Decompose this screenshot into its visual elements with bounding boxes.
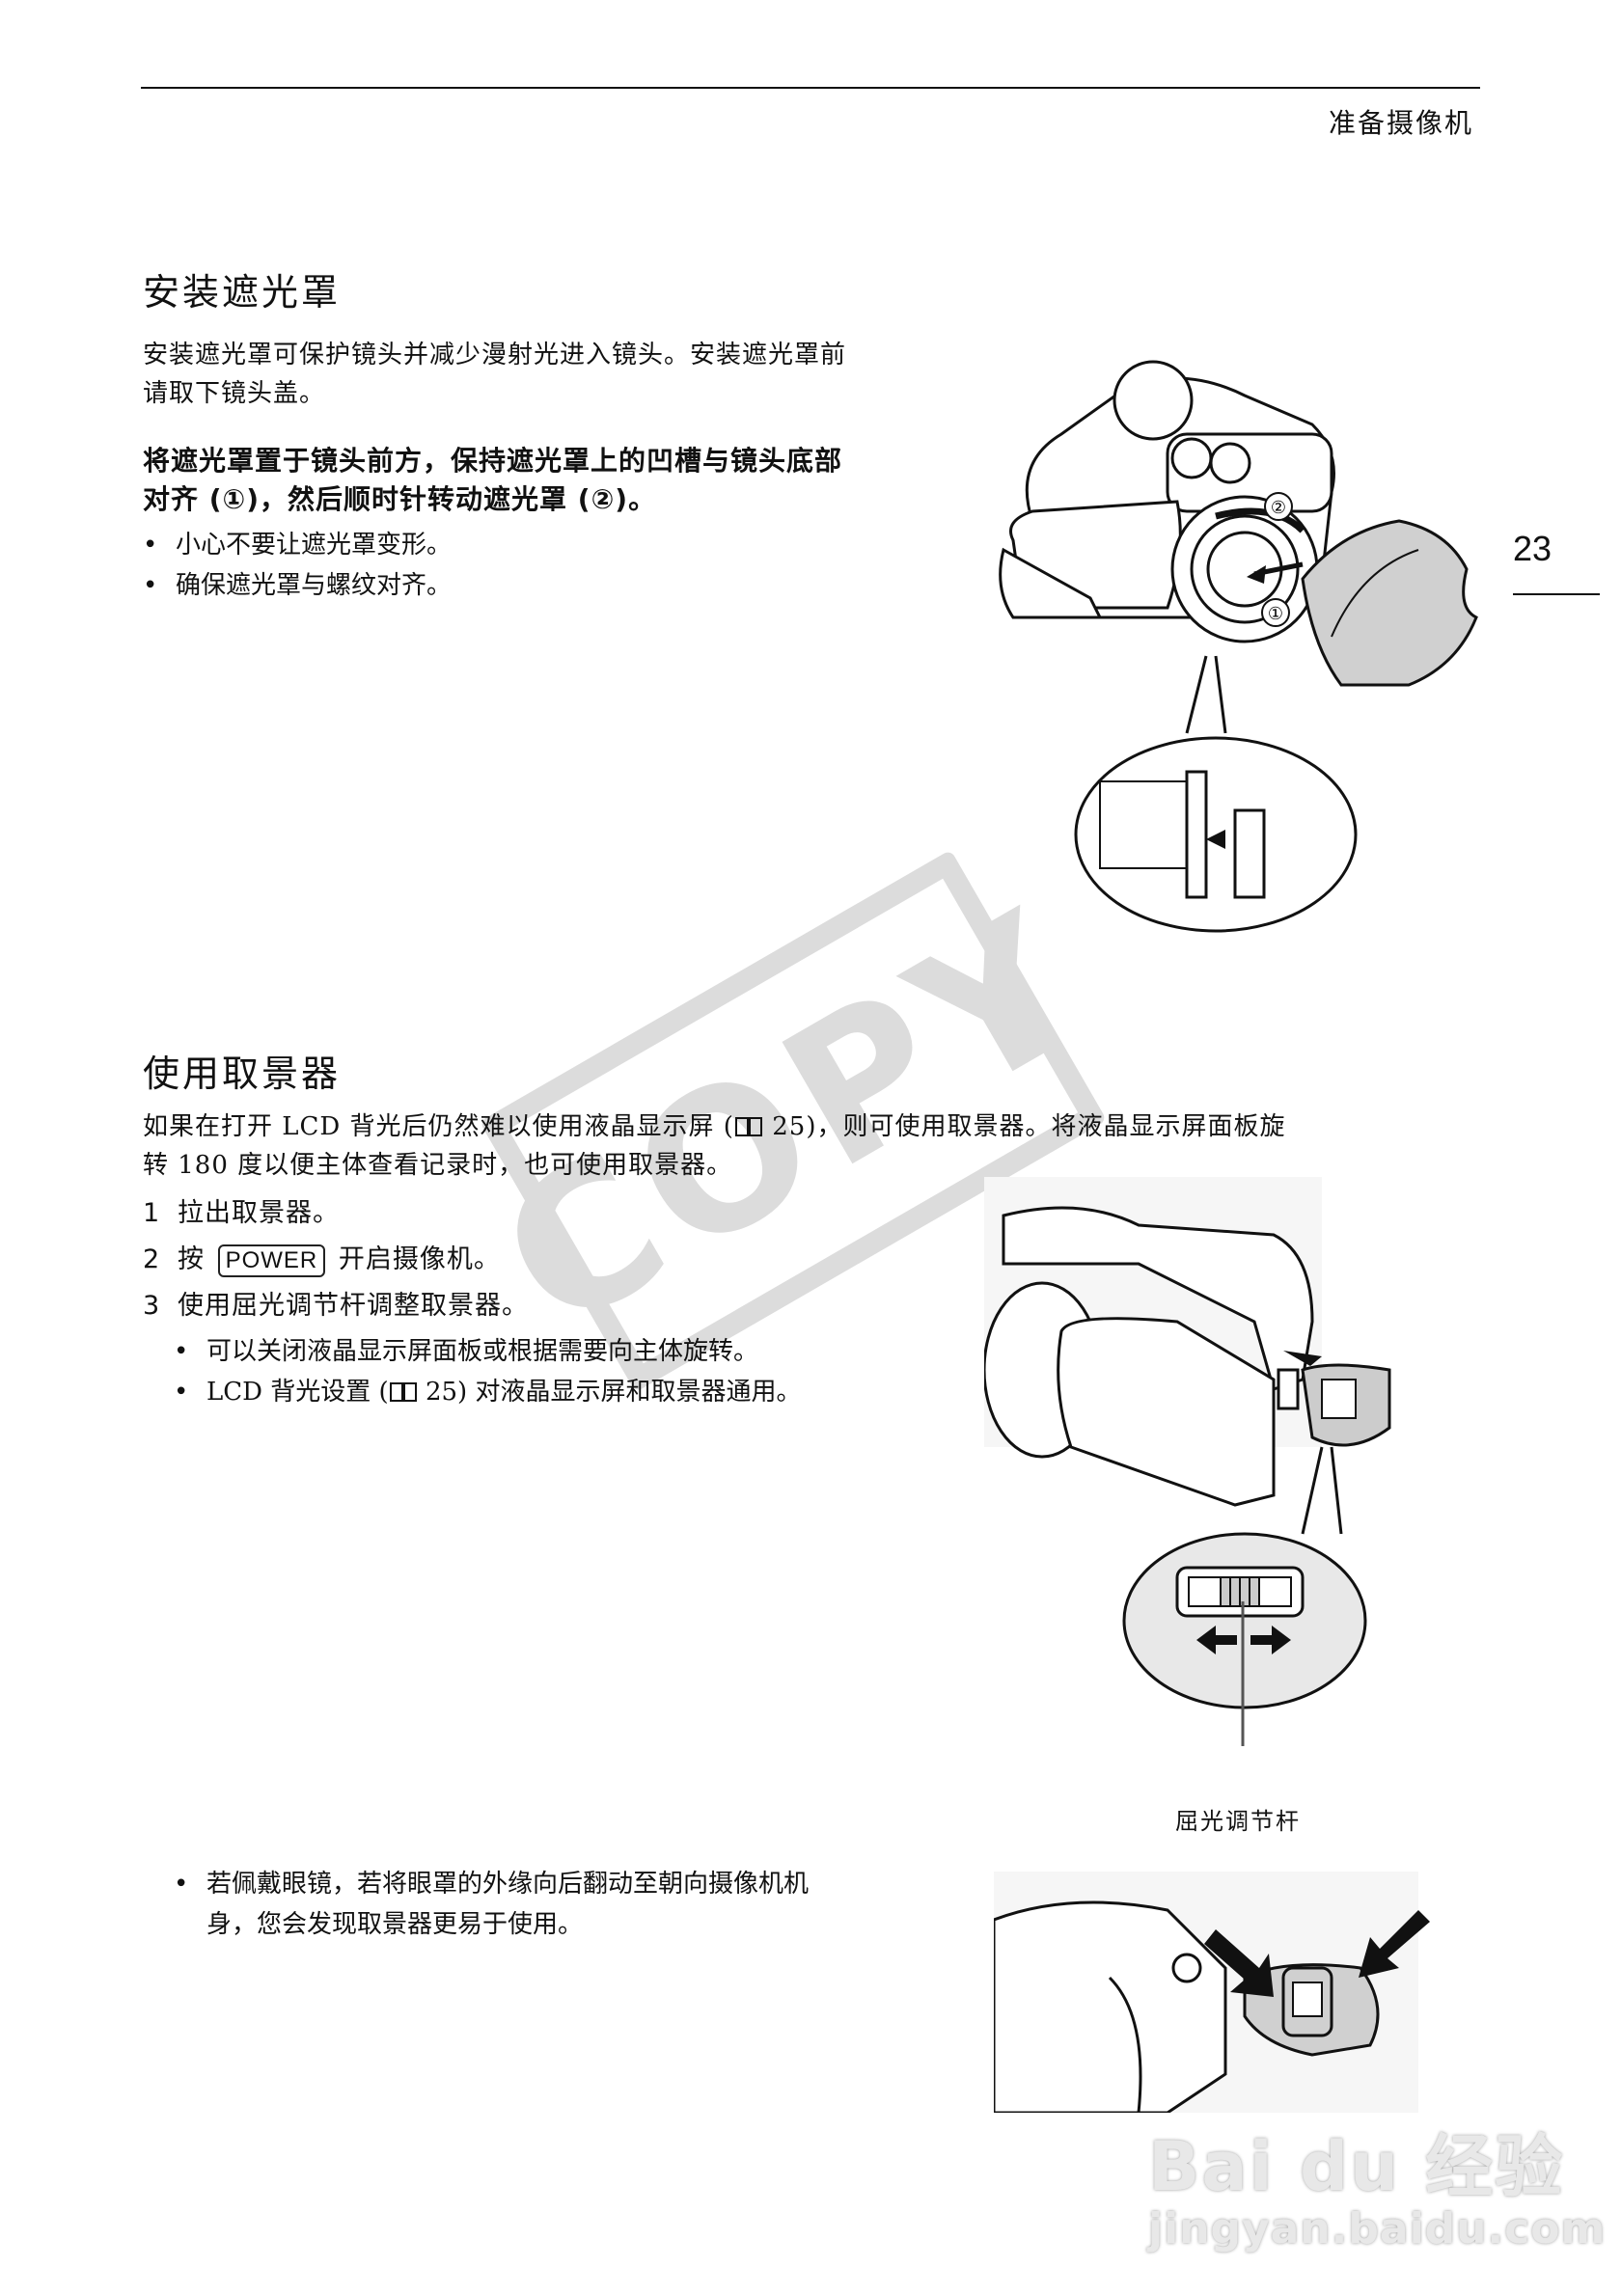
page-reference-link[interactable]: 25	[425, 1378, 458, 1407]
page-number-rule	[1513, 593, 1600, 595]
eyeglasses-note: 若佩戴眼镜，若将眼罩的外缘向后翻动至朝向摄像机机 身，您会发现取景器更易于使用。	[172, 1864, 809, 1945]
note-line: 身，您会发现取景器更易于使用。	[206, 1910, 584, 1939]
viewfinder-notes: 可以关闭液晶显示屏面板或根据需要向主体旋转。 LCD 背光设置 ( 25) 对液…	[172, 1331, 801, 1412]
lens-hood-intro: 安装遮光罩可保护镜头并减少漫射光进入镜头。安装遮光罩前 请取下镜头盖。	[143, 336, 846, 413]
instruction-line: 将遮光罩置于镜头前方，保持遮光罩上的凹槽与镜头底部	[143, 445, 843, 477]
step-text: 开启摄像机。	[338, 1244, 501, 1274]
intro-line: 请取下镜头盖。	[143, 379, 326, 408]
intro-text: )，则可使用取景器。将液晶显示屏面板旋	[806, 1112, 1286, 1141]
note-item: LCD 背光设置 ( 25) 对液晶显示屏和取景器通用。	[172, 1372, 801, 1412]
viewfinder-figure	[984, 1177, 1391, 1746]
viewfinder-intro: 如果在打开 LCD 背光后仍然难以使用液晶显示屏 ( 25)，则可使用取景器。将…	[143, 1107, 1285, 1185]
intro-line: 如果在打开 LCD 背光后仍然难以使用液晶显示屏 ( 25)，则可使用取景器。将…	[143, 1107, 1285, 1146]
instruction-line: 对齐 (①)，然后顺时针转动遮光罩 (②)。	[143, 483, 657, 515]
intro-line: 安装遮光罩可保护镜头并减少漫射光进入镜头。安装遮光罩前	[143, 341, 847, 369]
eyecup-figure	[994, 1872, 1430, 2113]
intro-text: 如果在打开 LCD 背光后仍然难以使用液晶显示屏 (	[143, 1112, 734, 1141]
baidu-url: jingyan.baidu.com	[1148, 2204, 1607, 2254]
step-1-label: ①	[1268, 604, 1283, 624]
step-number: 1	[143, 1198, 161, 1228]
step-item: 1 拉出取景器。	[143, 1190, 529, 1237]
header-rule	[141, 87, 1480, 89]
step-text: 使用屈光调节杆调整取景器。	[178, 1291, 529, 1321]
note-item: 若佩戴眼镜，若将眼罩的外缘向后翻动至朝向摄像机机 身，您会发现取景器更易于使用。	[172, 1864, 809, 1945]
step-item: 3 使用屈光调节杆调整取景器。	[143, 1283, 529, 1329]
step-2-label: ②	[1271, 498, 1286, 518]
note-item: 小心不要让遮光罩变形。	[141, 525, 452, 565]
baidu-jingyan-watermark: Bai du 经验 jingyan.baidu.com	[1148, 2113, 1606, 2254]
note-item: 可以关闭液晶显示屏面板或根据需要向主体旋转。	[172, 1331, 801, 1372]
power-key-label: POWER	[217, 1244, 326, 1277]
section-title: 准备摄像机	[1328, 107, 1473, 139]
step-text: 拉出取景器。	[178, 1198, 340, 1228]
lens-hood-figure: ② ①	[999, 360, 1478, 933]
book-reference-icon	[389, 1382, 417, 1402]
note-text: LCD 背光设置 (	[206, 1378, 389, 1407]
step-number: 2	[143, 1244, 161, 1274]
page-reference-link[interactable]: 25	[772, 1112, 807, 1141]
diopter-lever-caption: 屈光调节杆	[1175, 1808, 1301, 1835]
note-text: ) 对液晶显示屏和取景器通用。	[457, 1378, 802, 1407]
step-text: 按	[178, 1244, 205, 1274]
lens-hood-instruction: 将遮光罩置于镜头前方，保持遮光罩上的凹槽与镜头底部 对齐 (①)，然后顺时针转动…	[143, 442, 842, 519]
intro-line: 转 180 度以便主体查看记录时，也可使用取景器。	[143, 1151, 733, 1180]
book-reference-icon	[734, 1117, 762, 1136]
note-item: 确保遮光罩与螺纹对齐。	[141, 565, 452, 606]
lens-hood-notes: 小心不要让遮光罩变形。 确保遮光罩与螺纹对齐。	[141, 525, 452, 606]
heading-lens-hood: 安装遮光罩	[143, 271, 342, 314]
baidu-logo: Bai du 经验	[1148, 2127, 1565, 2206]
heading-viewfinder: 使用取景器	[143, 1052, 342, 1095]
note-line: 若佩戴眼镜，若将眼罩的外缘向后翻动至朝向摄像机机	[206, 1870, 810, 1899]
page-number: 23	[1513, 529, 1552, 568]
step-number: 3	[143, 1291, 161, 1321]
